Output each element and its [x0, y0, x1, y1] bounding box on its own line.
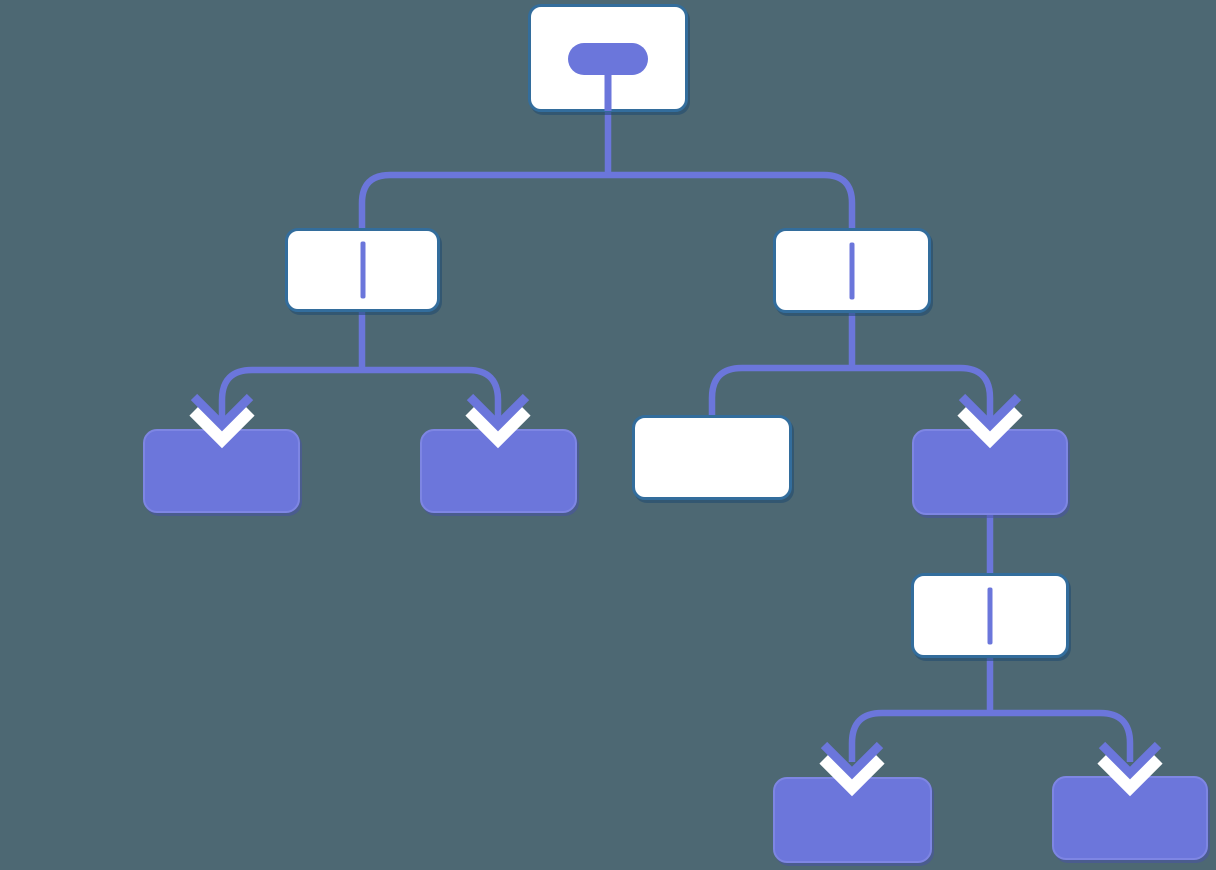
node-branch-left — [285, 228, 440, 312]
node-leaf-3 — [773, 777, 932, 863]
node-leaf-4 — [1052, 776, 1208, 860]
pass-through-line-icon — [987, 587, 993, 644]
node-leaf-2 — [420, 429, 577, 513]
node-leaf-1 — [143, 429, 300, 513]
node-purple-pass — [912, 429, 1068, 515]
pass-through-line-icon — [360, 241, 365, 299]
node-branch-lower — [911, 573, 1069, 658]
pass-through-line-icon — [849, 242, 855, 299]
root-pill-stem — [604, 69, 612, 111]
node-branch-right — [773, 228, 931, 313]
connector-bottom-branch — [848, 709, 1134, 762]
node-plain-card — [632, 415, 792, 500]
connector-left-branch — [218, 366, 502, 424]
node-root — [528, 4, 688, 112]
